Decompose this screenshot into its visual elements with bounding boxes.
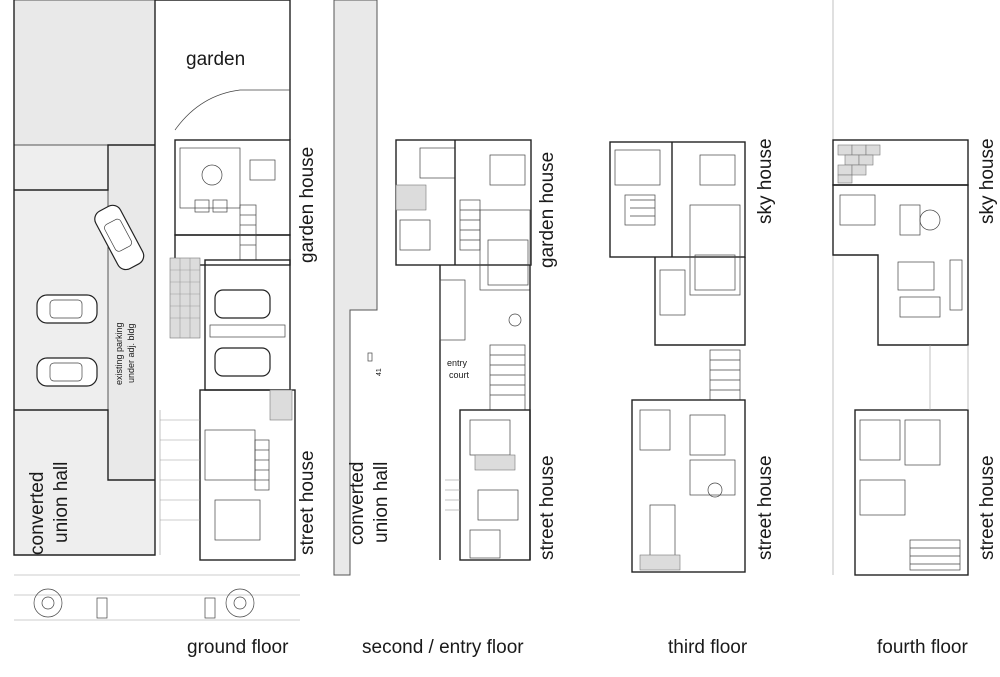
fourth-floor-plan: sky house street house fourth floor <box>832 0 998 658</box>
second-floor-plan: 41 entry <box>333 0 558 658</box>
street-house-label-second: street house <box>537 455 558 560</box>
parking-label-2: under adj. bldg <box>126 323 136 383</box>
union-hall-label-ground-2: union hall <box>51 462 72 543</box>
ground-floor-plan: garden garden house street house convert… <box>13 0 318 658</box>
union-hall-block-2 <box>333 0 378 576</box>
floor-title-ground: ground floor <box>187 637 289 658</box>
roof-terrace-pavers <box>837 144 881 184</box>
street-house-label-ground: street house <box>297 450 318 555</box>
street-house-label-third: street house <box>755 455 776 560</box>
floor-title-second: second / entry floor <box>362 637 524 658</box>
garden-house-label-second: garden house <box>537 152 558 268</box>
union-hall-label-second-2: union hall <box>371 462 392 543</box>
parked-cars <box>36 204 145 387</box>
sky-house-label-fourth: sky house <box>977 138 998 224</box>
third-floor-plan: sky house street house third floor <box>609 138 776 658</box>
street-house-label-fourth: street house <box>977 455 998 560</box>
floor-title-third: third floor <box>668 637 748 658</box>
svg-text:41: 41 <box>376 368 383 376</box>
garden-label: garden <box>186 49 245 70</box>
parking-label-1: existing parking <box>114 322 124 385</box>
entry-court-label-1: entry <box>447 358 468 368</box>
union-hall-label-ground-1: converted <box>27 472 48 555</box>
floor-title-fourth: fourth floor <box>877 637 968 658</box>
entry-court-label-2: court <box>449 370 470 380</box>
garden-house-label-ground: garden house <box>297 147 318 263</box>
sky-house-label-third: sky house <box>755 138 776 224</box>
union-hall-label-second-1: converted <box>347 462 368 545</box>
